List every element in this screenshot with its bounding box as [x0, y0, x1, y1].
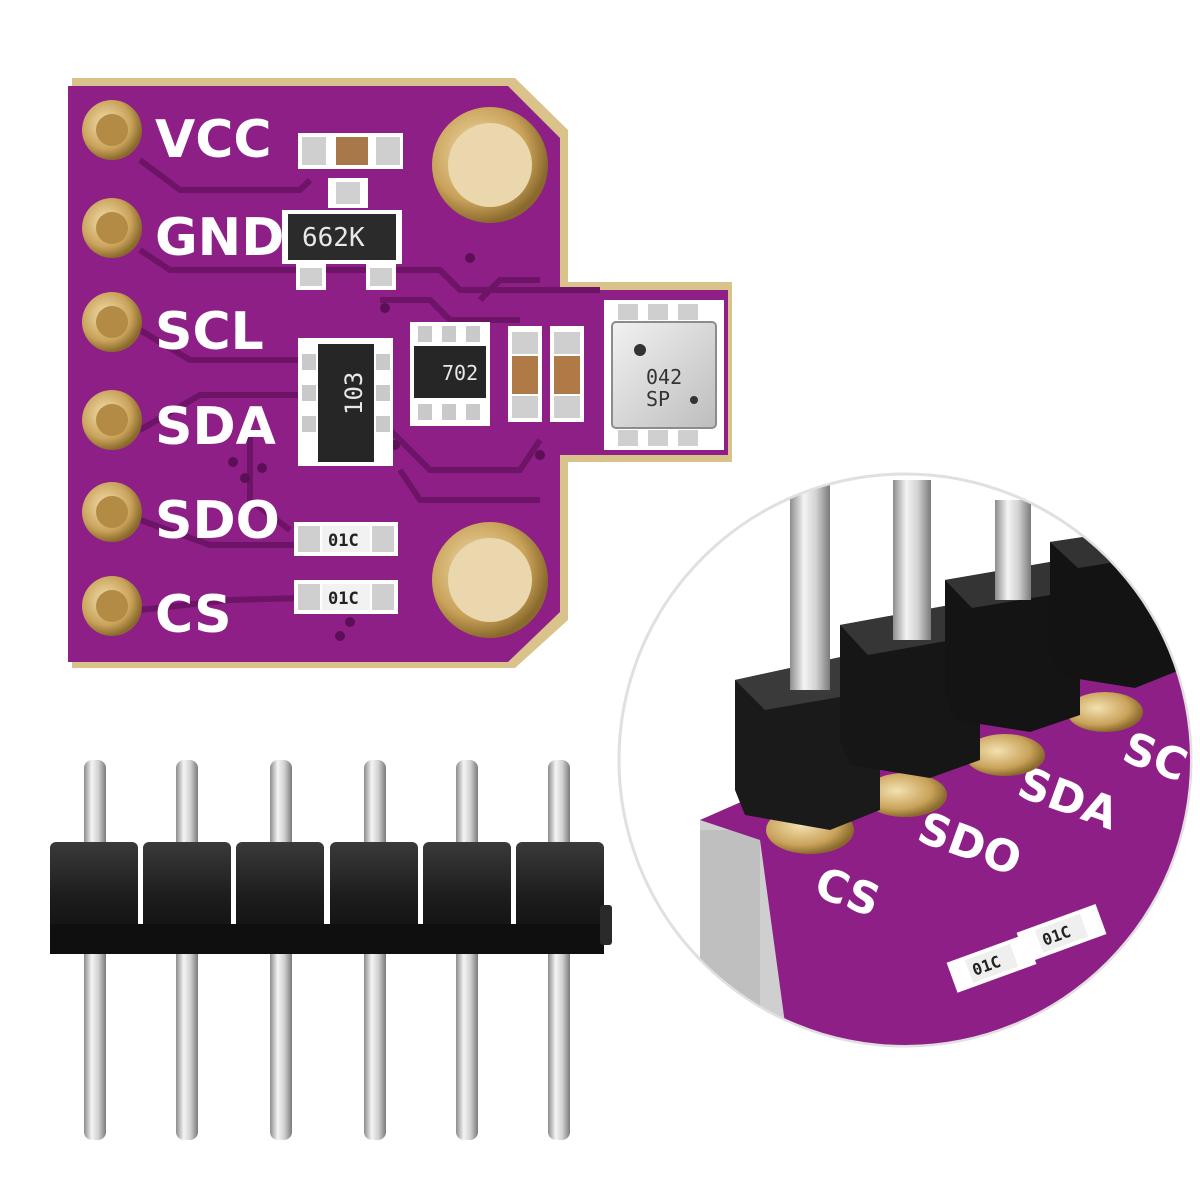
- copper-traces: [138, 157, 600, 613]
- resistor-array-marking: 103: [340, 372, 368, 415]
- resistor-array-chip: 103: [298, 338, 393, 466]
- pin-pads: [82, 100, 142, 636]
- label-gnd: GND: [155, 208, 284, 268]
- pad-cs: [82, 576, 142, 636]
- resistor-upper-marking: 01C: [328, 531, 359, 551]
- resistor-upper: 01C: [294, 522, 398, 556]
- sensor-marking-2: SP: [646, 387, 670, 411]
- vias: [228, 253, 545, 641]
- resistor-lower-marking: 01C: [328, 589, 359, 609]
- closeup-resistor-1: 01C: [946, 933, 1037, 993]
- mosfet-marking: 702: [442, 361, 478, 385]
- pad-gnd: [82, 198, 142, 258]
- label-sdo: SDO: [155, 491, 280, 551]
- closeup-inset: CS SDO SDA SC 01C 01C: [617, 472, 1193, 1048]
- pad-sda: [82, 390, 142, 450]
- regulator-marking: 662K: [302, 223, 365, 253]
- label-vcc: VCC: [155, 110, 272, 170]
- closeup-resistor-2: 01C: [1016, 903, 1107, 963]
- sensor-marking-1: 042: [646, 365, 682, 389]
- breakout-board: VCC GND SCL SDA SDO CS 662K: [68, 78, 732, 668]
- capacitor-pair: [508, 326, 584, 422]
- header-plastic-body: [50, 842, 612, 954]
- environment-sensor-chip: 042 SP: [604, 300, 724, 450]
- sensor-vent-hole: [634, 344, 646, 356]
- pad-sdo: [82, 482, 142, 542]
- pin-header-strip: [50, 760, 612, 1140]
- mosfet-chip: 702: [410, 322, 490, 426]
- label-scl: SCL: [155, 302, 264, 362]
- pad-vcc: [82, 100, 142, 160]
- pcb-substrate: [68, 86, 728, 662]
- closeup-pins: [790, 480, 1031, 690]
- mounting-hole-top: [432, 107, 548, 223]
- closeup-solder-pads: [766, 692, 1143, 854]
- regulator-chip: 662K: [282, 178, 402, 290]
- label-sda: SDA: [155, 397, 276, 457]
- resistor-lower: 01C: [294, 580, 398, 614]
- label-cs: CS: [155, 585, 232, 645]
- pad-scl: [82, 292, 142, 352]
- capacitor-top: [298, 133, 403, 169]
- mounting-hole-bottom: [432, 522, 548, 638]
